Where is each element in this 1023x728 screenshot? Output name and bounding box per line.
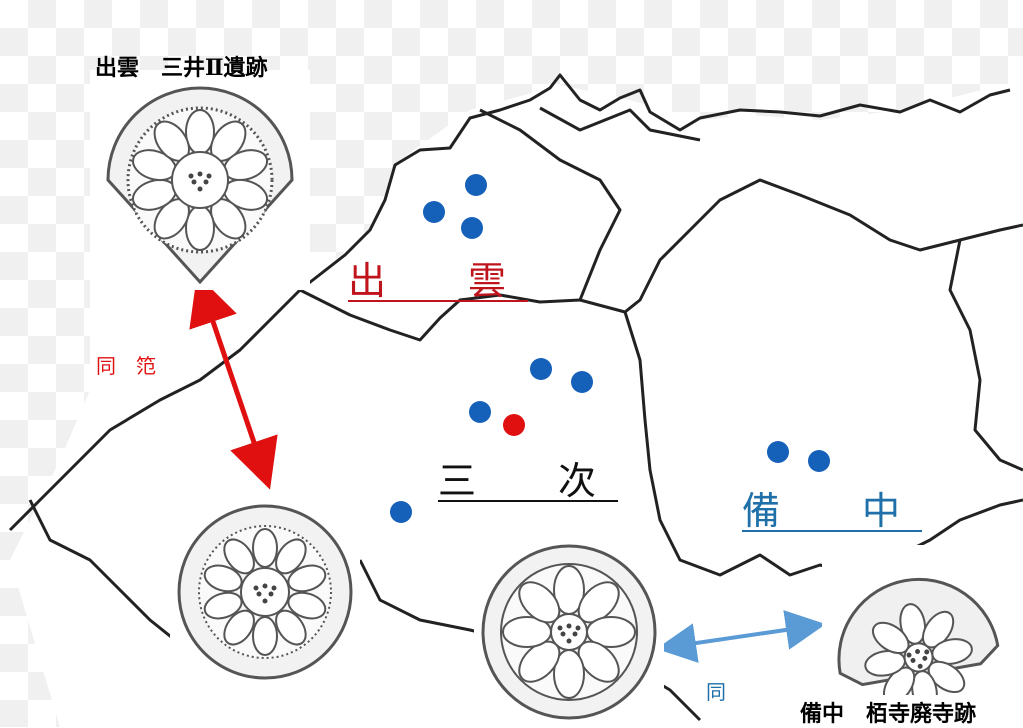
lotus-seed [197,186,203,192]
lotus-seed [917,663,923,669]
lotus-petal [185,205,215,251]
region-label-bitchu: 備 中 [742,489,923,533]
site-marker-highlight [503,414,525,436]
lotus-seed [910,657,916,663]
lotus-seed [262,598,268,604]
lotus-seed [262,583,268,589]
site-marker-izumo [423,201,445,223]
lotus-seed [906,652,912,658]
region-label-miyoshi: 三 次 [438,459,619,503]
lotus-seed [253,585,259,591]
same-mold-label: 同 笵 [96,354,156,378]
lotus-seed [572,631,578,637]
lotus-seed [557,625,563,631]
bay-inlet-border [539,106,701,142]
lotus-petal [252,528,278,568]
same-label: 同 [706,680,726,704]
roof-tile-miyoshi-left-icon [170,497,360,687]
site-marker-miyoshi [390,501,412,523]
lotus-seed [915,649,921,655]
miyoshi-bitchu-border [623,311,1023,577]
lotus-seed [560,631,566,637]
roof-tile-bitchu-icon [822,545,1002,695]
site-marker-bitchu [808,450,830,472]
lotus-seed [268,591,274,597]
lotus-petal [252,616,278,656]
lotus-seed [271,585,277,591]
top-site-label: 出雲 三井Ⅱ遺跡 [95,55,268,81]
site-marker-miyoshi [469,401,491,423]
site-marker-miyoshi [530,358,552,380]
lotus-seed [566,623,572,629]
bitchu-east-border [948,239,1023,472]
west-coast-border [28,499,176,642]
site-marker-miyoshi [571,371,593,393]
same-mold-arrow [189,274,278,490]
site-marker-izumo [465,174,487,196]
site-markers [390,174,830,523]
lotus-seed [566,638,572,644]
bottom-site-label: 備中 栢寺廃寺跡 [800,701,977,727]
izumo-miyoshi-border [299,288,626,342]
roof-tile-izumo-icon [90,70,310,290]
region-label-izumo: 出 雲 [348,259,529,303]
lotus-seed [197,171,203,177]
izumo-inner-border [479,108,622,301]
lotus-petal [185,109,215,155]
lotus-seed [924,649,930,655]
lotus-seed [188,173,194,179]
site-marker-izumo [461,217,483,239]
lotus-seed [575,625,581,631]
roof-tile-miyoshi-right-icon [474,537,664,727]
lotus-seed [203,179,209,185]
site-marker-bitchu [767,441,789,463]
lotus-seed [191,179,197,185]
same-arrow [656,610,826,663]
lotus-seed [922,655,928,661]
lotus-seed [206,173,212,179]
lotus-seed [256,591,262,597]
